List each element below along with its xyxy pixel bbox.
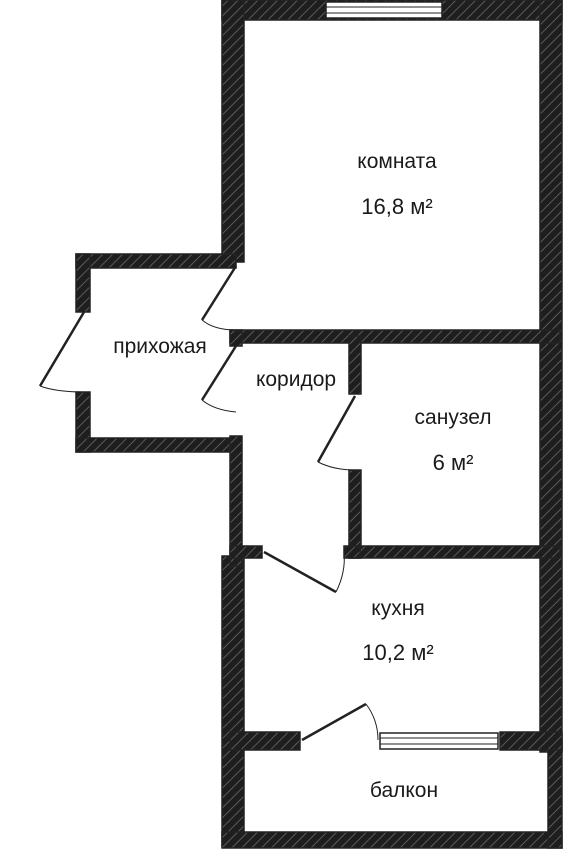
door-balcony [301, 702, 379, 742]
wall-bath-bottom [348, 545, 561, 559]
room-area-kitchen: 10,2 м² [362, 640, 433, 665]
wall-hall-bottom [75, 437, 235, 453]
door-hall-corridor [200, 345, 238, 413]
wall-hall-top [75, 253, 237, 269]
wall-kitchen-top-stub-right [343, 545, 361, 559]
room-area-living: 16,8 м² [361, 194, 432, 219]
wall-kitchen-balcony-left [229, 731, 301, 751]
wall-left-lower [221, 555, 245, 847]
wall-living-bottom [229, 329, 561, 344]
room-name-bathroom: санузел [415, 406, 492, 429]
wall-kitchen-top-stub [229, 545, 263, 559]
room-name-balcony: балкон [370, 779, 438, 802]
door-kitchen [263, 550, 345, 594]
door-bathroom [316, 395, 357, 471]
wall-bottom [221, 831, 563, 849]
room-name-living: комната [357, 150, 437, 173]
wall-corridor-left [229, 435, 243, 567]
wall-bath-left-upper [348, 335, 362, 395]
wall-bath-left-lower [348, 469, 362, 559]
wall-kitchen-balcony-right [499, 731, 563, 751]
wall-balcony-right [547, 739, 563, 849]
window-kitchen-balcony [379, 732, 499, 750]
outer-walls [221, 0, 563, 849]
interior-walls [229, 329, 563, 751]
wall-right [539, 0, 563, 753]
window-living-room [325, 1, 443, 19]
room-name-kitchen: кухня [371, 597, 424, 620]
wall-hall-left-top [75, 253, 91, 313]
door-hall-living [200, 265, 238, 331]
room-name-hallway: прихожая [113, 335, 207, 358]
door-entrance [38, 311, 86, 393]
wall-left-upper [221, 0, 245, 263]
wall-hall-corridor-stub [229, 329, 243, 347]
room-name-corridor: коридор [256, 368, 336, 391]
room-area-bathroom: 6 м² [433, 450, 474, 475]
